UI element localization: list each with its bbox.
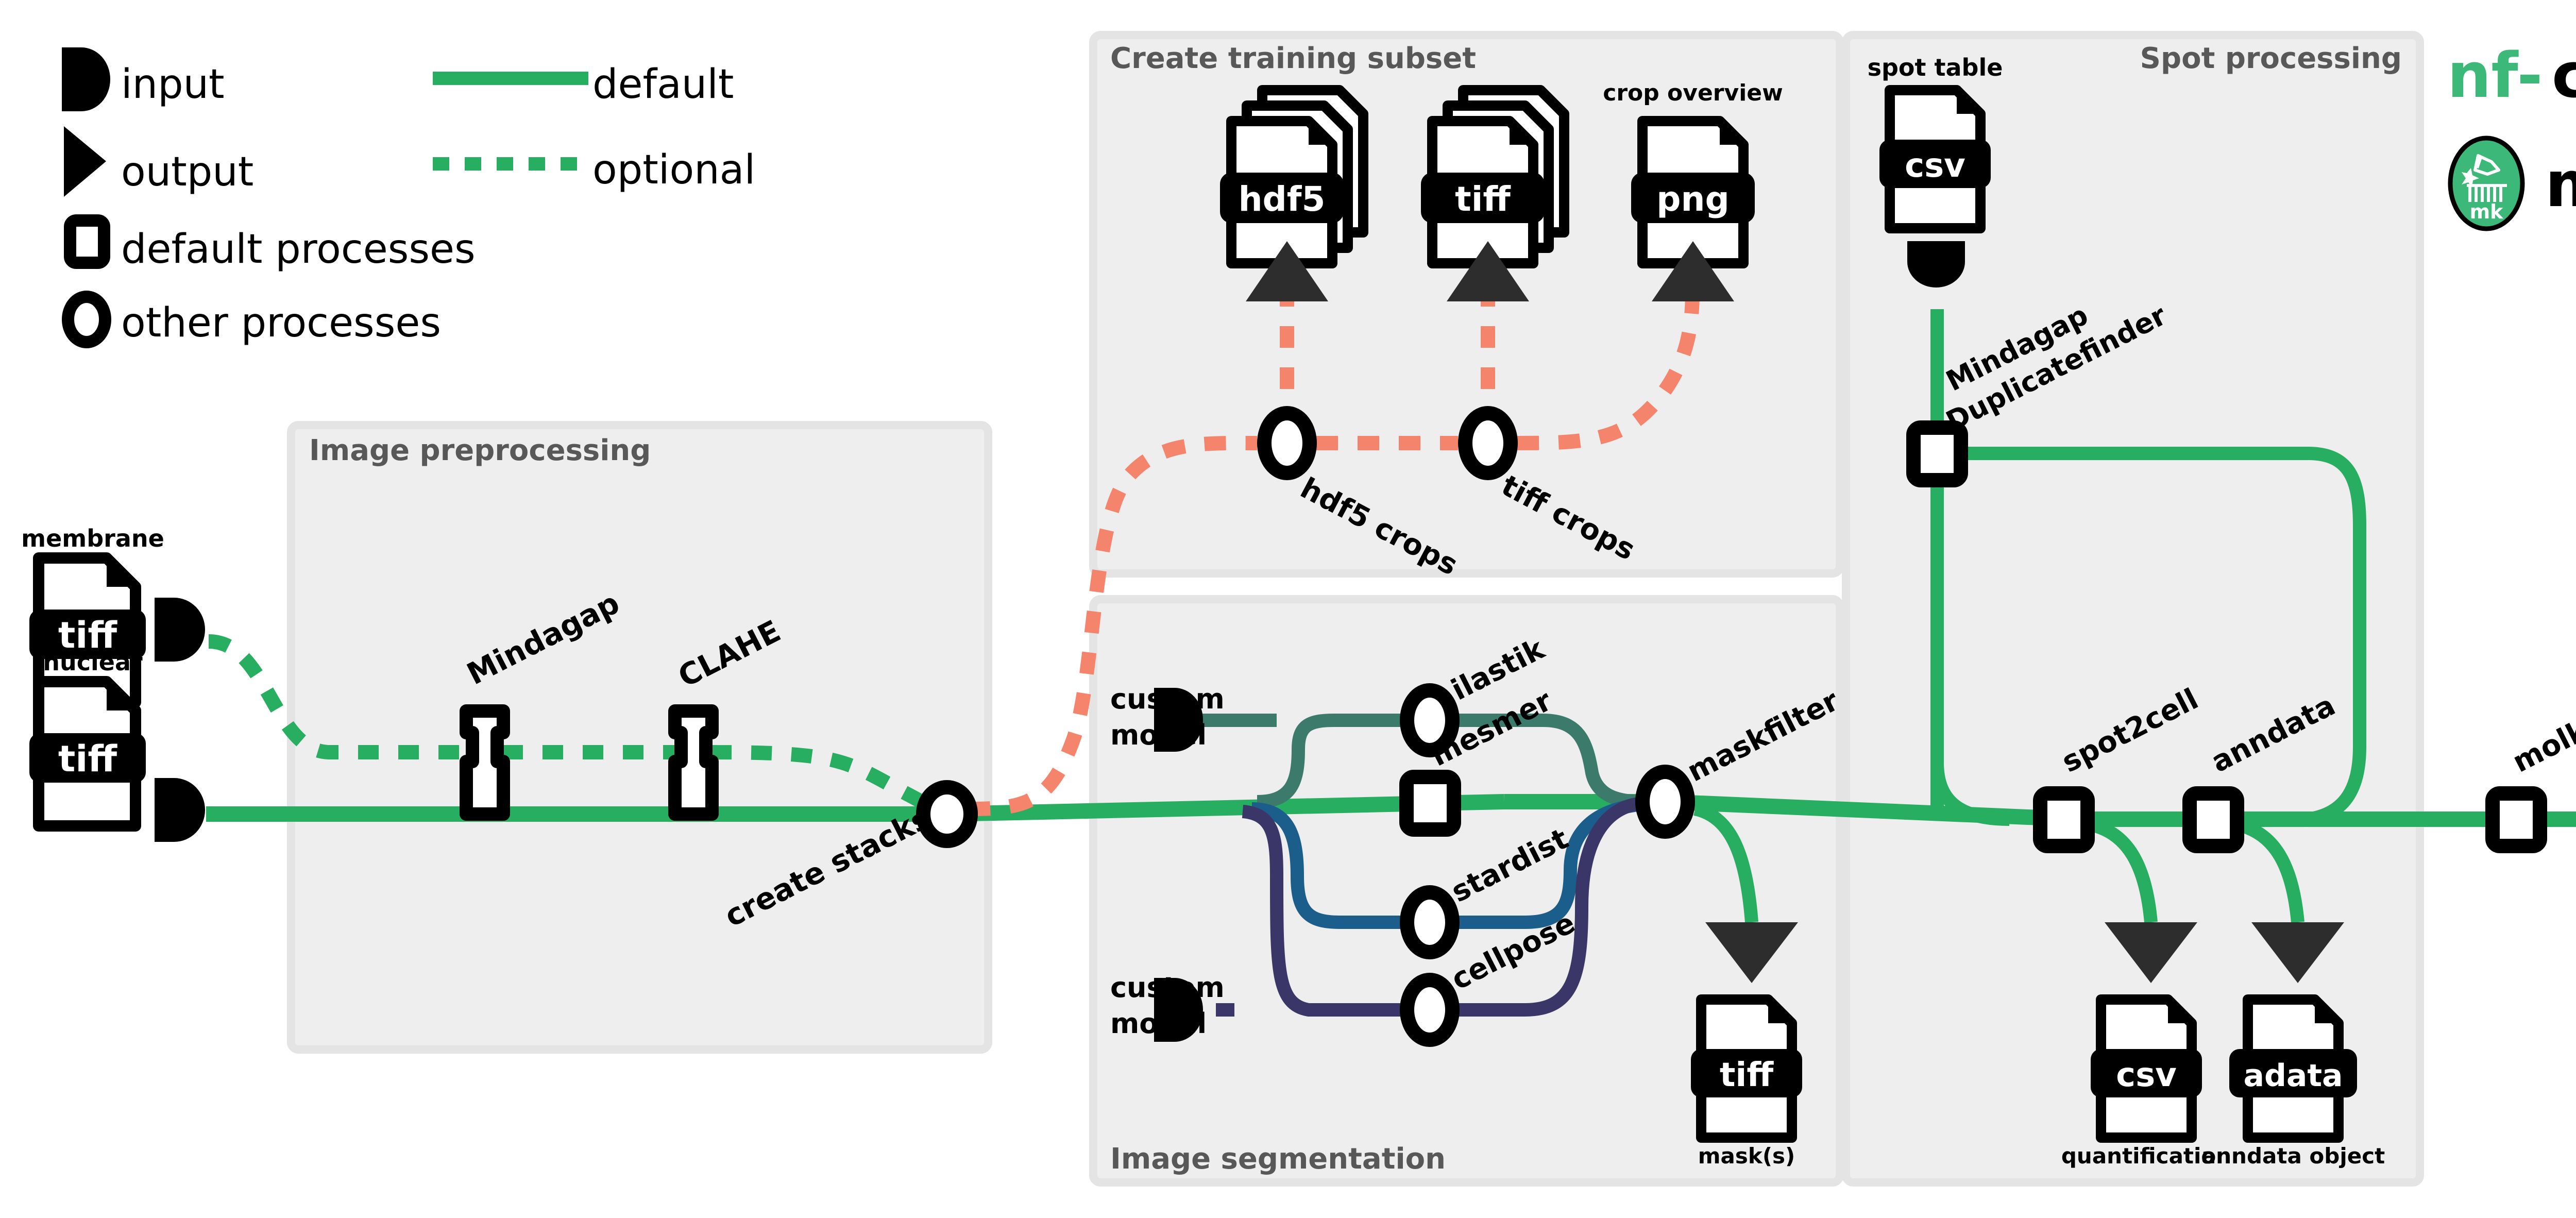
output-caption-quantification: quantification	[2061, 1143, 2231, 1169]
edge-createstacks-to-crops-optional	[968, 435, 1258, 816]
output-filetype-anndata-object: adata	[2243, 1058, 2343, 1094]
edge-duplicatefinder-down-join	[1930, 479, 2010, 826]
edge-ilastik-to-maskfilter	[1458, 714, 1644, 808]
input-label-nuclear: nuclear	[43, 648, 143, 676]
edge-main-up-to-ilastik	[1257, 714, 1401, 808]
output-arrow-tiff-crops	[1447, 241, 1529, 301]
output-arrow-hdf5	[1246, 241, 1328, 301]
input-filetype-membrane: tiff	[58, 614, 117, 656]
output-filetype-hdf5: hdf5	[1239, 179, 1326, 219]
edge-clahe-to-createstacks-optional	[710, 745, 931, 811]
panel-title-image-preprocessing: Image preprocessing	[309, 434, 651, 467]
output-arrow-masktiff	[1705, 922, 1798, 983]
input-shape-icon	[62, 47, 110, 111]
logo-name: molkart	[2545, 148, 2576, 221]
edge-main-down-to-cellpose	[1242, 805, 1401, 1017]
input-filetype-spot-table: csv	[1905, 147, 1965, 185]
panel-spot-processing: Spot processing	[1842, 31, 2424, 1187]
input-filetype-nuclear: tiff	[58, 738, 117, 780]
edge-anndata-to-adata	[2234, 818, 2304, 923]
edge-duplicatefinder-right	[1963, 447, 2366, 827]
edge-maskfilter-to-masktiff	[1693, 802, 1758, 923]
input-label-membrane: membrane	[21, 525, 164, 552]
output-triangle-icon	[64, 126, 106, 197]
output-file-anndata-object[interactable]: adata anndata object	[2201, 994, 2385, 1169]
panel-title-create-training-subset: Create training subset	[1110, 42, 1476, 75]
logo-badge-mk-text: mk	[2470, 200, 2504, 223]
edges	[206, 288, 2576, 1017]
output-filetype-quantification: csv	[2116, 1056, 2177, 1094]
input-file-spot-table[interactable]: spot table csv	[1868, 54, 2003, 233]
input-connector-membrane	[155, 598, 205, 662]
output-caption-mask-tiff: mask(s)	[1698, 1143, 1795, 1169]
legend: input output default processes other pro…	[62, 47, 755, 348]
legend-label-default-line: default	[592, 61, 734, 108]
edge-main-down-to-stardist	[1251, 802, 1401, 929]
legend-label-other-processes: other processes	[121, 300, 441, 346]
input-file-membrane[interactable]: membrane tiff	[21, 525, 164, 708]
output-filetype-png: png	[1656, 179, 1729, 219]
logo: nf- core/ mk molkart	[2447, 40, 2576, 231]
edge-cellpose-to-maskfilter	[1458, 797, 1640, 1017]
panel-image-segmentation: Image segmentation	[1089, 595, 1844, 1187]
output-file-quantification[interactable]: csv quantification	[2061, 994, 2231, 1169]
legend-label-output: output	[121, 149, 253, 195]
panel-title-spot-processing: Spot processing	[2140, 42, 2402, 75]
input-custom-model-cellpose[interactable]: custom model	[1110, 971, 1225, 1042]
logo-prefix-rest: core/	[2552, 40, 2576, 112]
default-process-square-icon	[64, 214, 110, 269]
output-caption-anndata-object: anndata object	[2201, 1143, 2385, 1169]
panel-title-image-segmentation: Image segmentation	[1110, 1142, 1446, 1176]
output-filetype-mask-tiff: tiff	[1720, 1056, 1774, 1094]
output-arrow-png	[1652, 241, 1734, 301]
legend-label-default-processes: default processes	[121, 226, 476, 273]
input-custom-model-ilastik[interactable]: custom model	[1110, 683, 1225, 752]
edge-tiffcrops-to-pngoverview-optional	[1517, 288, 1700, 450]
other-process-circle-icon	[62, 291, 111, 348]
edge-spot2cell-to-csv	[2088, 818, 2158, 923]
panel-image-preprocessing: Image preprocessing	[287, 421, 992, 1054]
input-connector-spot-table	[1907, 241, 1965, 287]
legend-label-optional-line: optional	[592, 147, 755, 193]
output-arrow-quantification	[2105, 922, 2197, 983]
output-file-mask-tiff[interactable]: tiff mask(s)	[1691, 994, 1802, 1169]
input-label-spot-table: spot table	[1868, 54, 2003, 81]
input-connector-nuclear	[155, 778, 205, 842]
logo-badge-mk: mk	[2448, 136, 2525, 231]
output-caption-png: crop overview	[1603, 80, 1783, 106]
output-file-tiff-crops[interactable]: tiff	[1421, 85, 1569, 268]
legend-label-input: input	[121, 61, 225, 108]
output-file-png[interactable]: crop overview png	[1603, 80, 1783, 268]
logo-prefix-accent: nf-	[2447, 40, 2543, 112]
output-filetype-tiff-crops: tiff	[1455, 179, 1511, 219]
output-arrow-anndata-object	[2251, 922, 2344, 983]
output-file-hdf5[interactable]: hdf5	[1220, 85, 1368, 268]
edge-membrane-optional	[208, 634, 466, 759]
process-label-molkartqc: molkartqc	[2507, 675, 2576, 780]
input-file-nuclear[interactable]: nuclear tiff	[29, 648, 146, 832]
